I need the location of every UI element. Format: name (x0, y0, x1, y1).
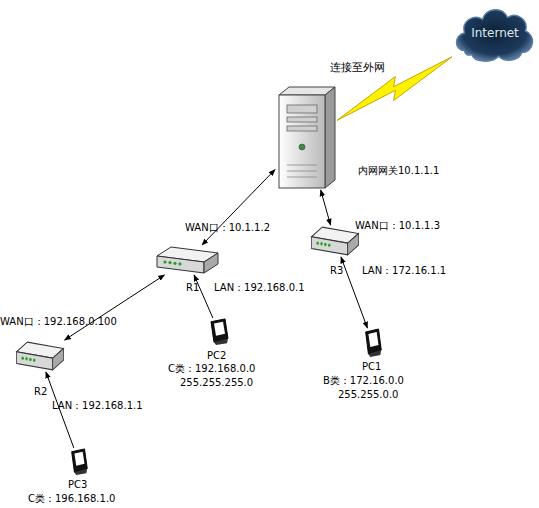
router-symbol (310, 225, 360, 257)
device-label: LAN：192.168.1.1 (52, 400, 143, 412)
network-link (202, 170, 275, 245)
device-label: WAN口：10.1.1.2 (185, 222, 270, 234)
pc-symbol (362, 328, 384, 358)
server-symbol (275, 85, 337, 190)
device-label: WAN口：192.168.0.100 (0, 316, 117, 328)
router-symbol (155, 245, 220, 275)
device-label: Internet (452, 2, 538, 64)
pc-node: PC1B类：172.16.0.0255.255.0.0 (362, 328, 384, 358)
device-label: B类：172.16.0.0 (323, 375, 404, 387)
device-label: R1 (186, 282, 199, 294)
server-node: 内网网关10.1.1.1 (275, 85, 337, 190)
network-link (194, 275, 213, 318)
network-link (65, 275, 165, 340)
pc-node: PC3C类：196.168.1.0 (68, 448, 90, 476)
link-label: 连接至外网 (330, 60, 385, 75)
device-label: 255.255.255.0 (180, 377, 253, 389)
device-label: R2 (34, 386, 47, 398)
cloud-node: Internet (452, 2, 538, 64)
device-label: C类：192.168.0.0 (168, 363, 255, 375)
device-label: PC3 (68, 479, 87, 491)
router-node: WAN口：10.1.1.3R3LAN：172.16.1.1 (310, 225, 360, 257)
device-label: PC2 (207, 350, 226, 362)
network-link (321, 190, 331, 225)
device-label: 255.255.0.0 (338, 389, 398, 401)
device-label: WAN口：10.1.1.3 (355, 220, 440, 232)
pc-node: PC2C类：192.168.0.0255.255.255.0 (207, 318, 231, 346)
device-label: LAN：172.16.1.1 (362, 265, 446, 277)
router-symbol (15, 340, 65, 372)
device-label: LAN：192.168.0.1 (214, 282, 305, 294)
router-node: WAN口：192.168.0.100R2LAN：192.168.1.1 (15, 340, 65, 372)
device-label: R3 (330, 265, 343, 277)
device-label: PC1 (362, 361, 381, 373)
device-label: C类：196.168.1.0 (28, 493, 115, 505)
pc-symbol (68, 448, 90, 476)
pc-symbol (207, 318, 231, 346)
router-node: WAN口：10.1.1.2R1LAN：192.168.0.1 (155, 245, 220, 275)
device-label: 内网网关10.1.1.1 (358, 165, 439, 177)
